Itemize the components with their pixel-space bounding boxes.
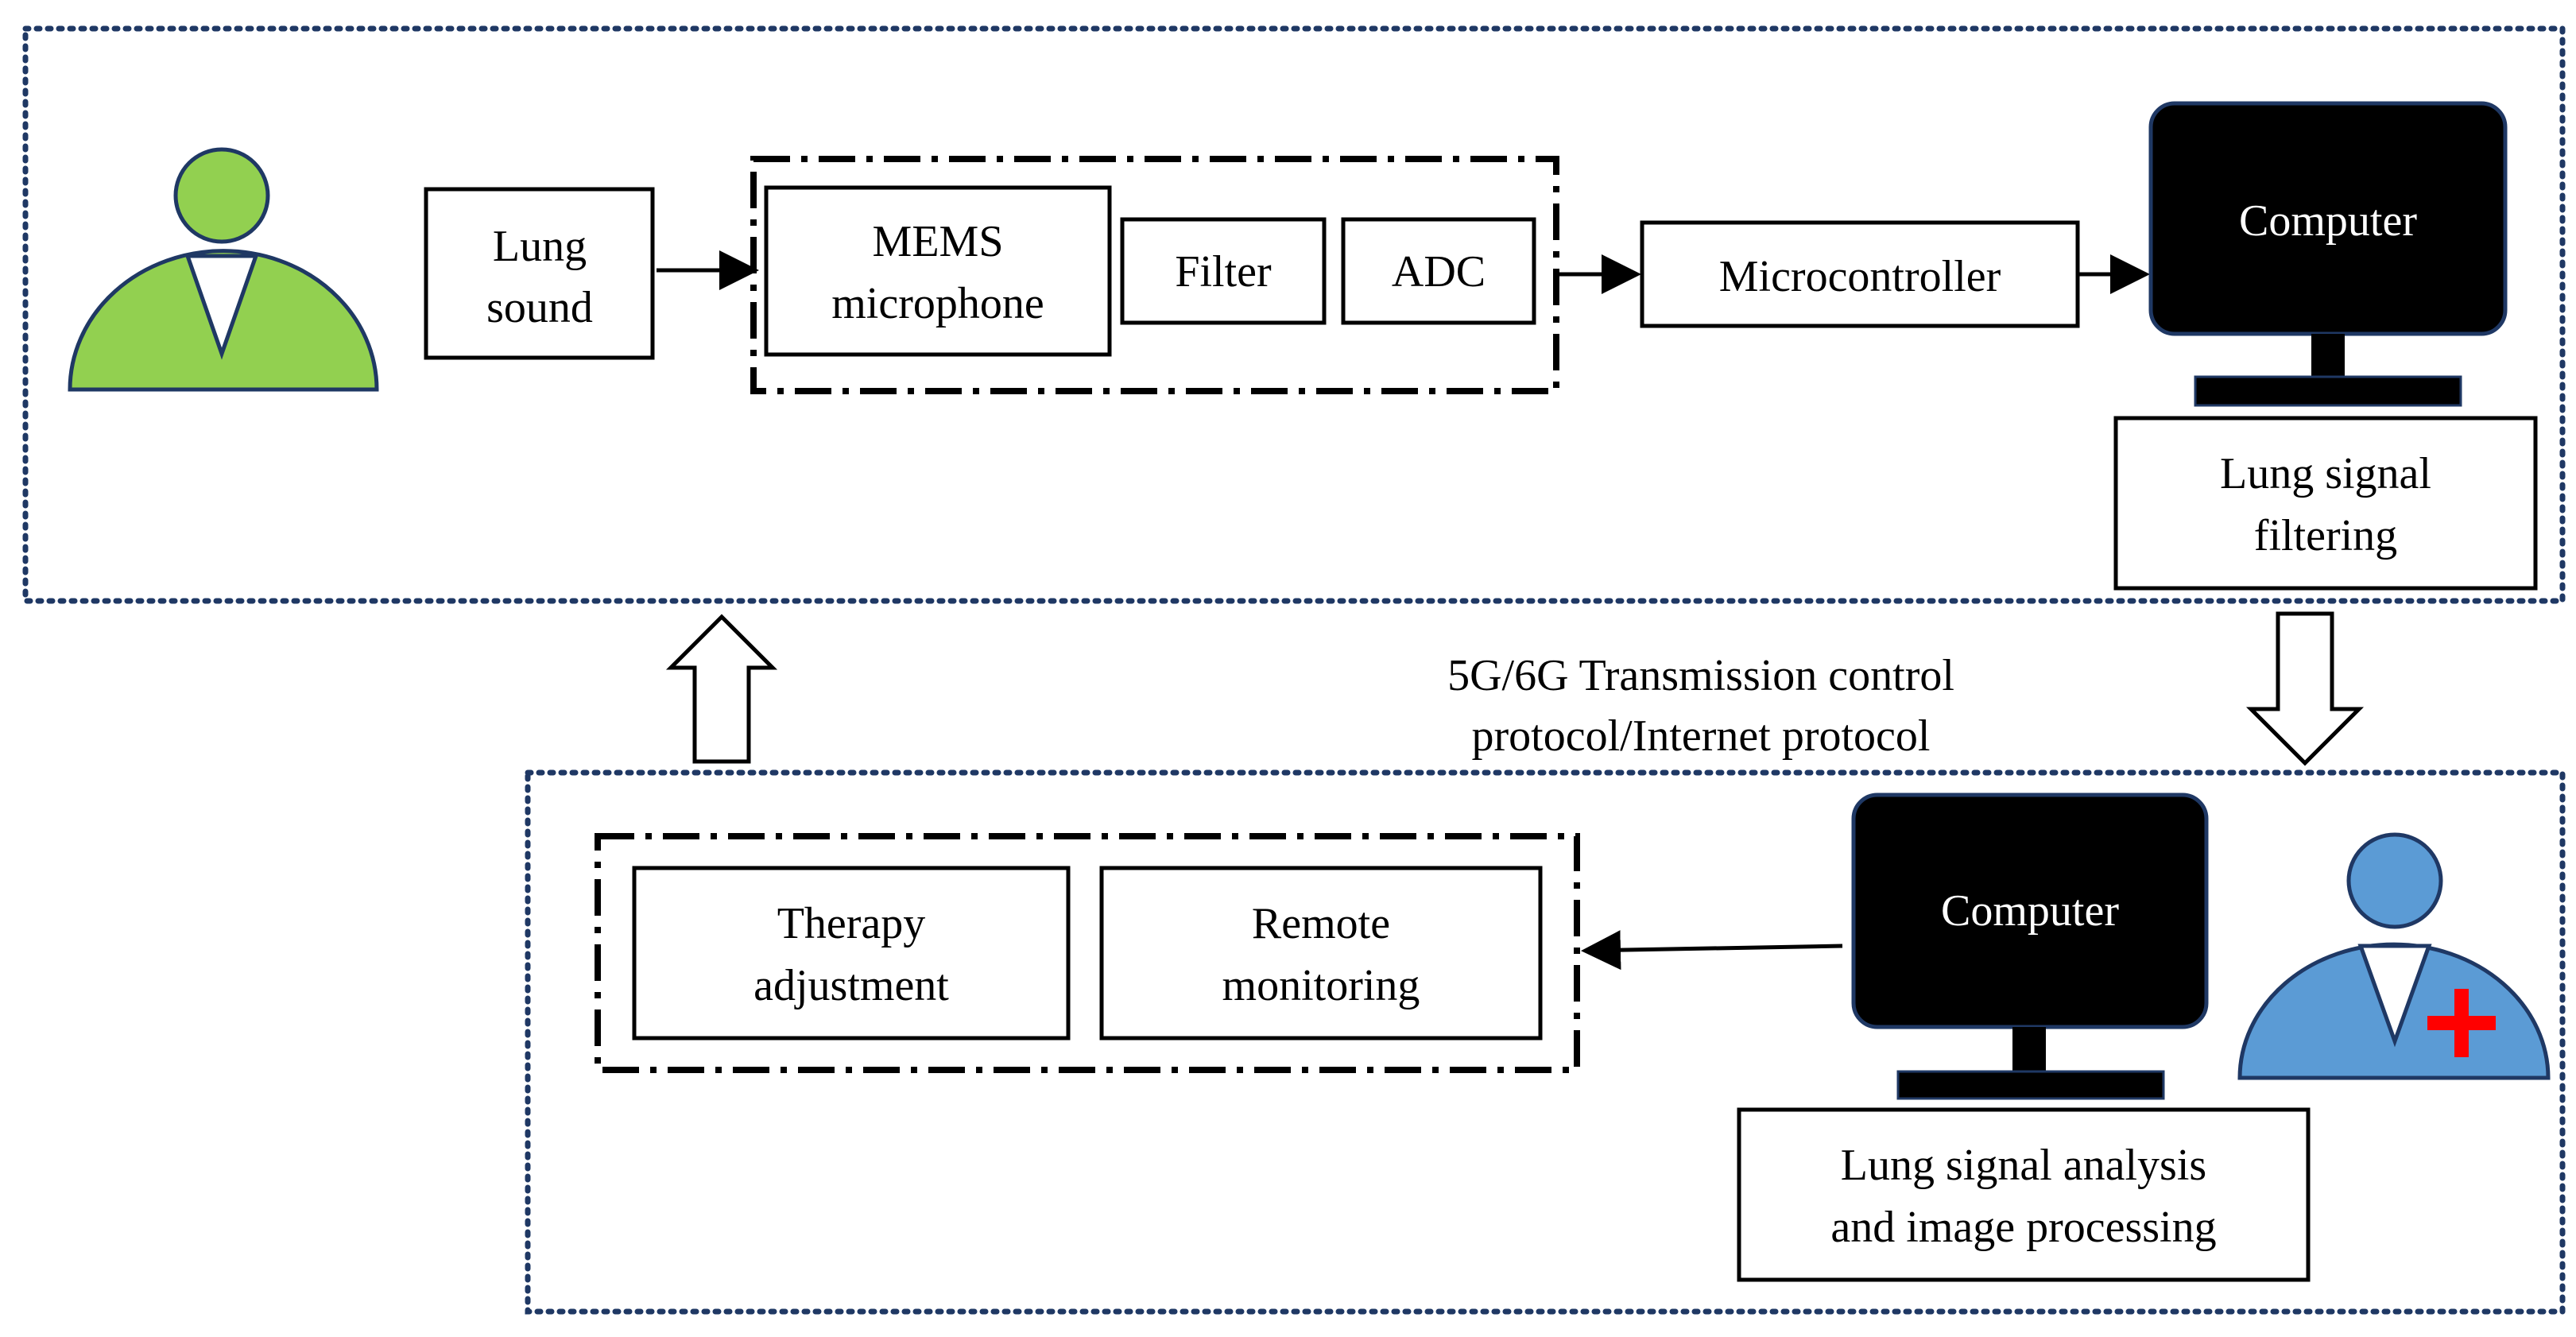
hollow-up-arrow-icon — [665, 614, 778, 764]
top-computer-label: Computer — [2239, 196, 2417, 246]
lung-signal-analysis-box: Lung signal analysis and image processin… — [1737, 1107, 2311, 1282]
network-label-line1: 5G/6G Transmission control — [1447, 651, 1954, 700]
filtering-label-line2: filtering — [2254, 511, 2397, 560]
remote-label-line2: monitoring — [1222, 961, 1420, 1010]
remote-label-line1: Remote — [1252, 899, 1390, 948]
monitor-icon: Computer — [2148, 101, 2508, 407]
patient-person-icon — [68, 147, 379, 392]
sensor-group-frame — [750, 156, 1559, 394]
remote-monitoring-box: Remote monitoring — [1099, 866, 1543, 1041]
analysis-label-line2: and image processing — [1830, 1203, 2216, 1252]
adc-box: ADC — [1341, 217, 1536, 325]
mems-label-line1: MEMS — [873, 217, 1004, 266]
mems-microphone-box: MEMS microphone — [764, 185, 1112, 357]
analysis-label-line1: Lung signal analysis — [1841, 1141, 2206, 1190]
lung-sound-box: Lung sound — [424, 187, 655, 360]
microcontroller-label: Microcontroller — [1719, 252, 2001, 301]
lung-sound-label-line1: Lung — [493, 222, 587, 271]
mems-label-line2: microphone — [831, 279, 1044, 328]
therapy-adjustment-box: Therapy adjustment — [632, 866, 1071, 1041]
adc-label: ADC — [1392, 247, 1486, 296]
filter-label: Filter — [1175, 247, 1272, 296]
hollow-down-arrow-icon — [2245, 611, 2365, 766]
filtering-label-line1: Lung signal — [2220, 449, 2431, 498]
monitor-icon: Computer — [1851, 793, 2209, 1100]
lung-sound-label-line2: sound — [486, 283, 593, 332]
therapy-label-line2: adjustment — [753, 961, 949, 1010]
network-label-line2: protocol/Internet protocol — [1472, 711, 1931, 761]
microcontroller-box: Microcontroller — [1640, 220, 2080, 328]
medical-cross-icon — [2427, 989, 2496, 1057]
care-actions-group-frame — [595, 833, 1580, 1073]
arrow-computer-to-actions — [1581, 930, 1843, 971]
acquisition-frame — [22, 25, 2566, 604]
remote-care-frame — [525, 769, 2566, 1315]
therapy-label-line1: Therapy — [777, 899, 926, 948]
bottom-computer-label: Computer — [1941, 886, 2119, 936]
filter-box: Filter — [1120, 217, 1327, 325]
doctor-person-icon — [2237, 832, 2551, 1080]
lung-signal-filtering-box: Lung signal filtering — [2113, 416, 2538, 591]
